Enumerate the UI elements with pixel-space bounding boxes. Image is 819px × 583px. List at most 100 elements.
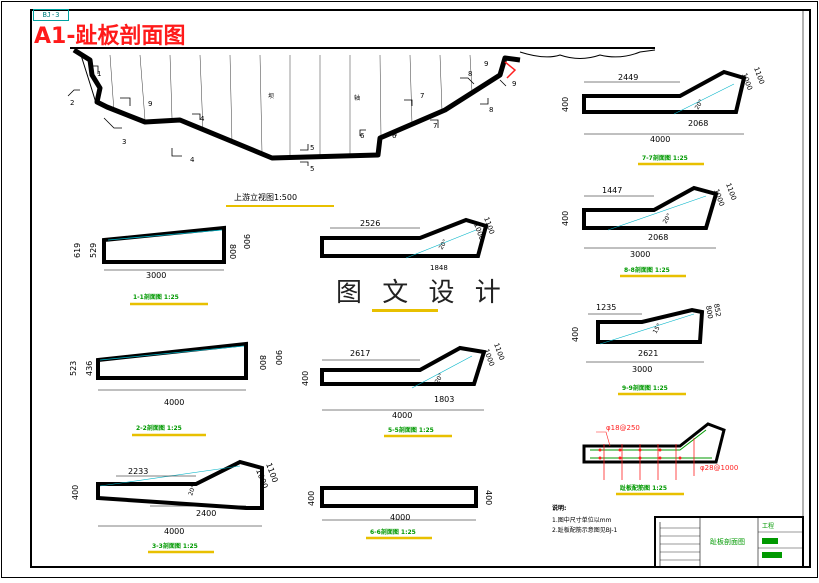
s7-dim-lower: 2068 [688, 119, 708, 128]
s5-dim-height: 400 [301, 371, 310, 386]
elevation-caption: 上游立视图1:500 [234, 192, 297, 202]
s9-dim-lower: 2621 [638, 349, 658, 358]
section-3-3: 2233 400 4000 2400 1100 1000 20° 3-3剖面图 … [71, 459, 280, 554]
watermark-text: 图 文 设 计 [336, 278, 507, 308]
section-mark-8a: 8 [468, 70, 472, 78]
s5-dim-lower: 1803 [434, 395, 454, 404]
section-mark-5a: 5 [310, 144, 314, 152]
s3-caption: 3-3剖面图 1:25 [152, 542, 198, 550]
section-1-1: 3000 619 529 800 900 1-1剖面图 1:25 [73, 225, 251, 306]
s3-dim-lower: 2400 [196, 509, 216, 518]
section-mark-1: 1 [97, 70, 101, 78]
s5-dim-top: 2617 [350, 349, 370, 358]
s4-dim-top: 2526 [360, 219, 380, 228]
s9-dim-top: 1235 [596, 303, 616, 312]
s2-dim-left-b: 436 [85, 361, 94, 376]
s5-angle: 20° [434, 372, 445, 385]
s7-dim-width: 4000 [650, 135, 670, 144]
sheet-number-tag: BJ-3 [33, 9, 69, 21]
rebar-label-a: φ18@250 [606, 424, 640, 432]
section-4-4: 2526 1100 1000 1848 20° [320, 216, 496, 272]
section-mark-9b: 9 [512, 80, 516, 88]
s9-dim-height: 400 [571, 327, 580, 342]
s7-angle: 20° [694, 98, 705, 111]
section-mark-2: 2 [70, 99, 74, 107]
watermark-underline [372, 309, 438, 312]
s6-caption: 6-6剖面图 1:25 [370, 528, 416, 536]
s8-dim-top: 1447 [602, 186, 622, 195]
section-mark-6a: 6 [360, 132, 365, 140]
section-mark-3: 3 [122, 138, 126, 146]
section-7-7: 2449 400 4000 2068 1100 1000 20° 7-7剖面图 … [561, 66, 766, 166]
s9-dim-slope-a: 852 [712, 303, 722, 318]
s8-dim-height: 400 [561, 211, 570, 226]
section-mark-5b: 5 [310, 165, 314, 173]
section-mark-8b: 8 [489, 106, 493, 114]
rebar-detail: φ18@250 φ28@1000 趾板配筋图 1:25 [582, 422, 738, 496]
title-block: 工程 趾板剖面图 [654, 516, 804, 568]
s6-dim-width: 4000 [390, 513, 410, 522]
section-mark-7a: 7 [420, 92, 424, 100]
section-mark-4b: 4 [190, 156, 195, 164]
s1-dim-width: 3000 [146, 271, 166, 280]
section-mark-9a: 9 [484, 60, 488, 68]
s9-caption: 9-9剖面图 1:25 [622, 384, 668, 392]
inner-border [30, 9, 811, 568]
section-2-2: 4000 523 436 800 900 2-2剖面图 1:25 [69, 341, 283, 437]
upstream-elevation: 坝 轴 1 2 3 4 4 5 5 6 6 7 7 8 8 9 9 9 [67, 47, 656, 207]
s2-dim-left-a: 523 [69, 361, 78, 376]
s1-caption: 1-1剖面图 1:25 [133, 293, 179, 301]
notes-heading: 说明: [552, 504, 566, 512]
s4-dim-lower: 1848 [430, 264, 448, 272]
section-mark-4a: 4 [200, 115, 205, 123]
s8-dim-lower: 2068 [648, 233, 668, 242]
s3-dim-top: 2233 [128, 467, 148, 476]
s9-dim-width: 3000 [632, 365, 652, 374]
s2-caption: 2-2剖面图 1:25 [136, 424, 182, 432]
s2-dim-width: 4000 [164, 398, 184, 407]
s6-dim-left: 400 [307, 491, 316, 506]
titleblock-project: 工程 [762, 522, 774, 530]
s7-caption: 7-7剖面图 1:25 [642, 154, 688, 162]
s1-dim-left-b: 529 [89, 243, 98, 258]
s3-angle: 20° [187, 484, 197, 496]
section-5-5: 2617 400 4000 1803 1100 1000 20° 5-5剖面图 … [301, 342, 506, 438]
rebar-caption: 趾板配筋图 1:25 [620, 484, 667, 492]
s3-dim-height: 400 [71, 485, 80, 500]
section-mark-7b: 7 [433, 122, 437, 130]
s5-dim-width: 4000 [392, 411, 412, 420]
notes-line-2: 2.趾板配筋示意图见BJ-1 [552, 526, 618, 534]
s1-dim-right-b: 900 [242, 234, 251, 249]
rebar-label-b: φ28@1000 [700, 464, 738, 472]
s7-dim-top: 2449 [618, 73, 638, 82]
s2-dim-right-a: 800 [258, 355, 267, 370]
s2-dim-right-b: 900 [274, 350, 283, 365]
notes-block: 说明: 1.图中尺寸单位以mm 2.趾板配筋示意图见BJ-1 [552, 504, 618, 534]
s9-angle: 15° [652, 322, 663, 335]
s8-caption: 8-8剖面图 1:25 [624, 266, 670, 274]
s9-dim-slope-b: 800 [704, 305, 714, 320]
s8-dim-width: 3000 [630, 250, 650, 259]
s7-dim-slope-a: 1100 [752, 66, 766, 85]
s3-dim-width: 4000 [164, 527, 184, 536]
axis-label-right: 轴 [354, 94, 360, 102]
page-title: A1-趾板剖面图 [34, 24, 186, 49]
s5-caption: 5-5剖面图 1:25 [388, 426, 434, 434]
s1-dim-right-a: 800 [228, 244, 237, 259]
s8-angle: 20° [662, 212, 673, 225]
notes-line-1: 1.图中尺寸单位以mm [552, 516, 612, 524]
s7-dim-height: 400 [561, 97, 570, 112]
s6-dim-right: 400 [484, 490, 493, 505]
s4-angle: 20° [438, 238, 449, 251]
axis-label-left: 坝 [268, 92, 274, 100]
section-6-6: 4000 400 400 6-6剖面图 1:25 [307, 486, 493, 540]
section-9-9: 1235 400 3000 2621 852 800 15° 9-9剖面图 1:… [571, 303, 722, 396]
s8-dim-slope-a: 1100 [724, 182, 738, 201]
titleblock-drawing-name: 趾板剖面图 [710, 537, 745, 546]
section-mark-9c: 9 [148, 100, 152, 108]
s1-dim-left-a: 619 [73, 243, 82, 258]
section-8-8: 1447 400 3000 2068 1100 1000 20° 8-8剖面图 … [561, 182, 738, 278]
